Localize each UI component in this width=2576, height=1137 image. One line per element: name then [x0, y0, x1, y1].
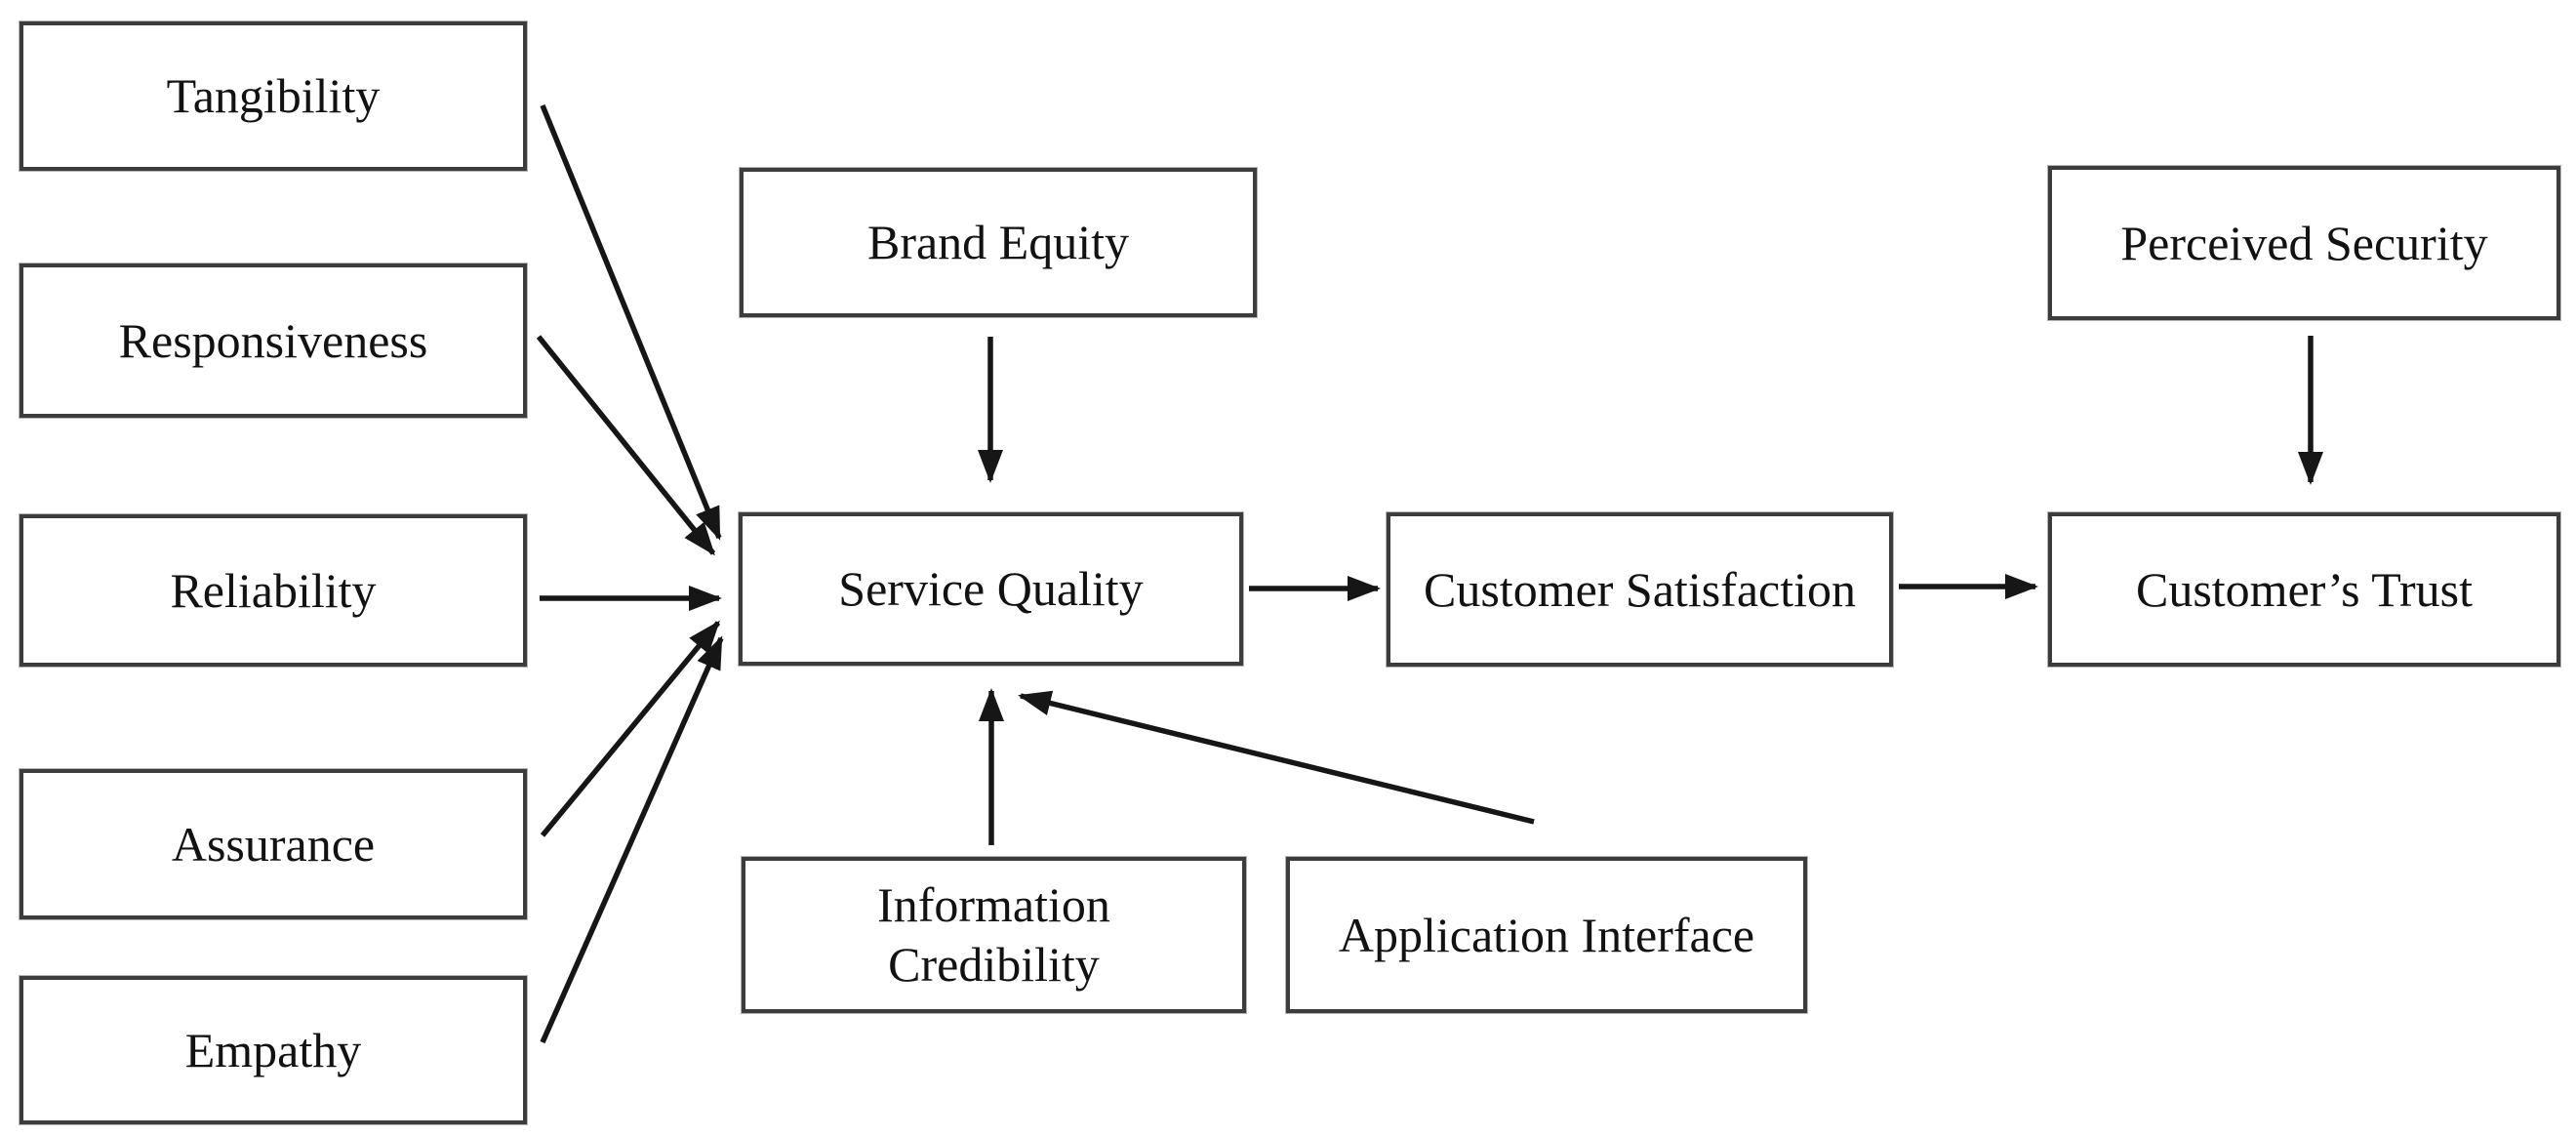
edge-tangibility-to-service-quality — [540, 103, 722, 541]
node-empathy: Empathy — [20, 976, 527, 1124]
edge-application-interface-to-service-quality — [1018, 690, 1535, 825]
node-customer-satisfaction: Customer Satisfaction — [1387, 512, 1893, 667]
edge-assurance-to-service-quality — [540, 620, 721, 837]
node-tangibility: Tangibility — [20, 21, 527, 171]
node-reliability: Reliability — [20, 514, 527, 667]
node-assurance: Assurance — [20, 769, 527, 919]
node-responsiveness: Responsiveness — [20, 264, 527, 418]
node-application-interface: Application Interface — [1286, 857, 1807, 1013]
node-service-quality: Service Quality — [739, 512, 1243, 666]
edges-group — [536, 103, 2323, 1044]
node-information-credibility: Information Credibility — [742, 857, 1246, 1013]
edge-responsiveness-to-service-quality — [536, 335, 716, 556]
node-customers-trust: Customer’s Trust — [2048, 512, 2560, 667]
node-perceived-security: Perceived Security — [2048, 166, 2560, 320]
edge-empathy-to-service-quality — [540, 635, 724, 1044]
node-brand-equity: Brand Equity — [740, 168, 1257, 317]
